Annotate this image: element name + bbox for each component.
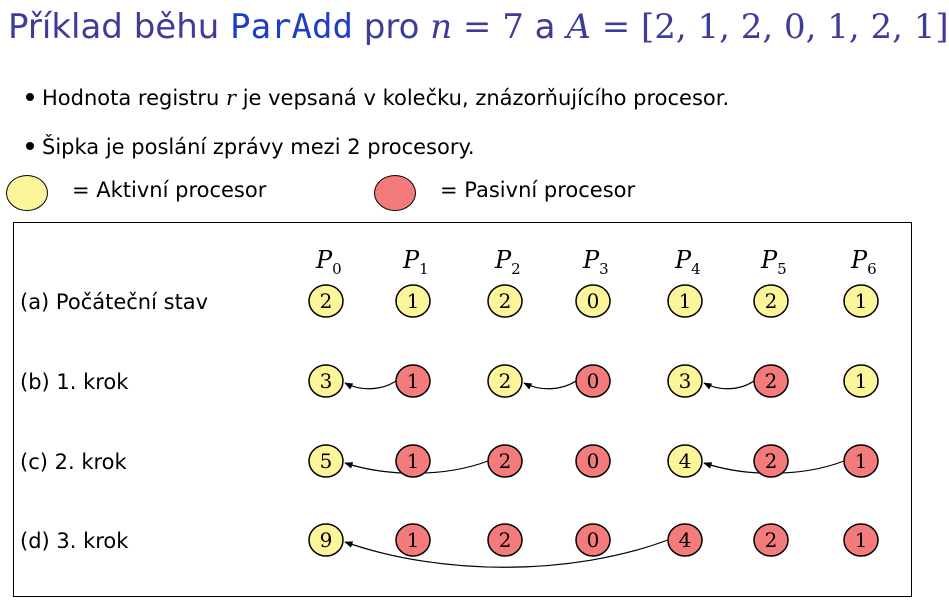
register-value-2-4: 4: [679, 449, 692, 473]
register-value-1-2: 2: [499, 369, 512, 393]
processor-node-2-2: [487, 444, 523, 478]
processor-header-0: P0: [315, 246, 342, 278]
processor-node-0-6: [843, 284, 879, 318]
title-n-eq: = 7: [462, 7, 524, 47]
processor-node-2-4: [667, 444, 703, 478]
register-value-1-3: 0: [587, 369, 600, 393]
processor-node-1-0: [308, 364, 344, 398]
title-pro: pro: [363, 7, 420, 47]
bullet-2-text: Šipka je poslání zprávy mezi 2 procesory…: [42, 135, 475, 159]
processor-diagram: P0 P1 P2 P3 P4 P5 P6 (a) Počáteční stav 2 1 2 0 1 2 1 (…: [20, 246, 879, 568]
processor-node-3-2: [487, 523, 523, 557]
title-A-eq: = [2, 1, 2, 0, 1, 2, 1]: [601, 7, 949, 47]
processor-header-6: P6: [850, 246, 877, 278]
register-value-3-6: 1: [855, 528, 868, 552]
slide-title: Příklad běhu ParAdd pro n = 7 a A = [2, …: [8, 2, 949, 52]
processor-node-0-1: [395, 284, 431, 318]
processor-node-1-2: [487, 364, 523, 398]
processor-node-3-6: [843, 523, 879, 557]
processor-node-1-3: [575, 364, 611, 398]
processor-node-3-4: [667, 523, 703, 557]
register-value-1-5: 2: [765, 369, 778, 393]
register-value-3-4: 4: [679, 528, 692, 552]
register-value-3-0: 9: [320, 528, 333, 552]
processor-node-0-2: [487, 284, 523, 318]
processor-node-1-6: [843, 364, 879, 398]
diagram-frame: [13, 222, 912, 597]
row-label-1: (b) 1. krok: [20, 370, 129, 394]
register-value-1-0: 3: [320, 369, 333, 393]
register-value-1-6: 1: [855, 369, 868, 393]
title-prefix: Příklad běhu: [8, 7, 220, 47]
bullet-register: Hodnota registru r je vepsaná v kolečku,…: [26, 86, 729, 110]
register-value-2-0: 5: [320, 449, 333, 473]
legend-passive-label: = Pasivní procesor: [440, 178, 636, 202]
register-value-2-5: 2: [765, 449, 778, 473]
register-value-1-4: 3: [679, 369, 692, 393]
message-arrow-3-0: [344, 539, 669, 568]
processor-header-5: P5: [760, 246, 787, 278]
processor-header-4: P4: [674, 246, 701, 278]
processor-node-0-5: [753, 284, 789, 318]
processor-header-1: P1: [402, 246, 429, 278]
register-value-0-1: 1: [407, 289, 420, 313]
row-label-2: (c) 2. krok: [20, 450, 128, 474]
processor-header-3: P3: [582, 246, 609, 278]
register-value-2-1: 1: [407, 449, 420, 473]
register-value-0-3: 0: [587, 289, 600, 313]
processor-node-2-1: [395, 444, 431, 478]
processor-node-3-0: [308, 523, 344, 557]
processor-node-3-3: [575, 523, 611, 557]
processor-node-2-0: [308, 444, 344, 478]
message-arrow-1-0: [344, 380, 397, 390]
bullet-1-var: r: [225, 86, 237, 110]
legend-passive-swatch: [374, 175, 416, 211]
register-value-3-1: 1: [407, 528, 420, 552]
register-value-0-4: 1: [679, 289, 692, 313]
register-value-2-3: 0: [587, 449, 600, 473]
register-value-0-0: 2: [320, 289, 333, 313]
register-value-2-2: 2: [499, 449, 512, 473]
processor-header-2: P2: [494, 246, 521, 278]
legend-active-label: = Aktivní procesor: [72, 178, 267, 202]
row-label-3: (d) 3. krok: [20, 529, 129, 553]
register-value-0-2: 2: [499, 289, 512, 313]
processor-node-1-4: [667, 364, 703, 398]
register-value-0-5: 2: [765, 289, 778, 313]
bullet-dot: [26, 93, 34, 101]
message-arrow-1-2: [703, 380, 755, 390]
register-value-3-2: 2: [499, 528, 512, 552]
title-algo-name: ParAdd: [230, 7, 353, 47]
register-value-3-3: 0: [587, 528, 600, 552]
processor-node-2-3: [575, 444, 611, 478]
processor-node-3-1: [395, 523, 431, 557]
processor-node-0-0: [308, 284, 344, 318]
processor-node-1-5: [753, 364, 789, 398]
register-value-2-6: 1: [855, 449, 868, 473]
processor-node-3-5: [753, 523, 789, 557]
bullet-1-post: je vepsaná v kolečku, znázorňujícího pro…: [242, 86, 730, 110]
title-A-var: A: [566, 7, 591, 47]
register-value-3-5: 2: [765, 528, 778, 552]
bullet-dot: [26, 142, 34, 150]
processor-node-0-4: [667, 284, 703, 318]
title-a: a: [534, 7, 556, 47]
register-value-1-1: 1: [407, 369, 420, 393]
processor-node-0-3: [575, 284, 611, 318]
row-label-0: (a) Počáteční stav: [20, 290, 208, 314]
processor-node-2-6: [843, 444, 879, 478]
title-n-var: n: [430, 7, 453, 47]
bullet-1-pre: Hodnota registru: [42, 86, 220, 110]
register-value-0-6: 1: [855, 289, 868, 313]
processor-node-1-1: [395, 364, 431, 398]
processor-node-2-5: [753, 444, 789, 478]
bullet-arrow: Šipka je poslání zprávy mezi 2 procesory…: [26, 135, 475, 159]
legend-active-swatch: [6, 175, 48, 211]
message-arrow-1-1: [523, 380, 577, 390]
